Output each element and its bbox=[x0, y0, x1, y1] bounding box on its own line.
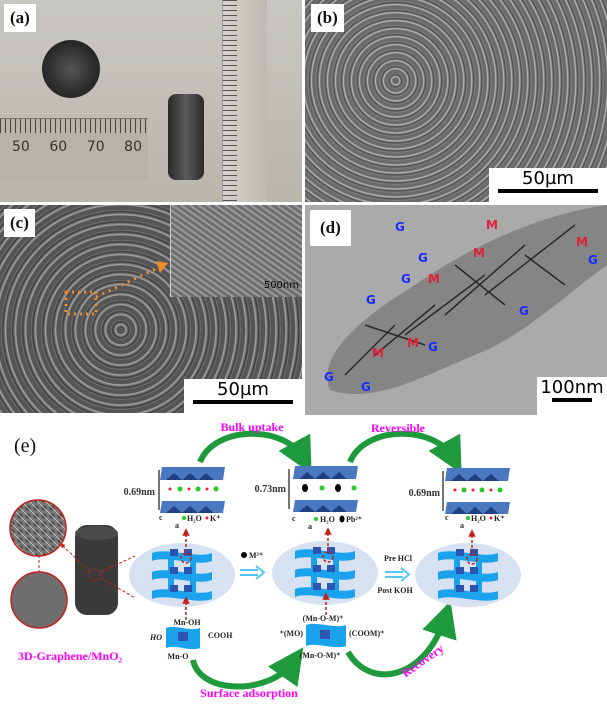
panel-label: (e) bbox=[14, 435, 36, 457]
scale-label: 50µm bbox=[217, 379, 269, 400]
recovery-arrow bbox=[345, 600, 457, 678]
group-label: (Mn-O-M)⁺ bbox=[300, 651, 341, 660]
group-label: (Mn-O-M)⁺ bbox=[303, 614, 344, 623]
dotted-arrow bbox=[95, 265, 161, 299]
scale-bar: 50µm bbox=[184, 379, 302, 413]
recovery-label: Recovery bbox=[399, 641, 446, 680]
scale-bar: 100nm bbox=[537, 377, 607, 415]
zoom-indicator bbox=[64, 261, 168, 316]
group-label: ⁺(MO) bbox=[280, 629, 304, 638]
mno2-tag: M bbox=[486, 218, 498, 232]
legend-right: c a H₂O K⁺ bbox=[445, 513, 504, 530]
reversible-label: Reversible bbox=[371, 421, 426, 435]
graphene-tag: G bbox=[361, 380, 371, 394]
bulk-uptake-arrow bbox=[197, 430, 312, 474]
process-arrow bbox=[255, 565, 266, 580]
panel-label: (b) bbox=[311, 4, 344, 32]
group-label: (COOM)⁺ bbox=[349, 629, 384, 638]
group-label: Mn-O bbox=[168, 652, 189, 661]
axis-c: c bbox=[445, 513, 449, 522]
surface-adsorption-label: Surface adsorption bbox=[200, 686, 298, 700]
panel-c-sem: 500nm (c) 50µm bbox=[0, 205, 302, 413]
axis-a: a bbox=[175, 521, 179, 530]
ruler-vertical bbox=[222, 0, 267, 202]
interlayer-spacing: 0.69nm bbox=[409, 488, 441, 499]
inset-scale-label: 500nm bbox=[263, 280, 299, 291]
legend-ion: Pb²⁺ bbox=[346, 515, 362, 524]
legend-left: c a H₂O K⁺ bbox=[159, 513, 220, 530]
interlayer-spacing: 0.73nm bbox=[255, 484, 287, 495]
graphene-cylinder bbox=[168, 94, 204, 180]
panel-d-tem: G M M G M G G M G G M G M G G (d) 100nm bbox=[305, 205, 607, 415]
axis-c: c bbox=[292, 514, 296, 523]
graphene-cylinder-3d bbox=[75, 525, 118, 615]
adsorption-scheme: (e) Bulk uptake Reversible Surface adsor… bbox=[9, 420, 521, 700]
mno2-tag: M bbox=[407, 336, 419, 350]
legend-mid: c a H₂O Pb²⁺ bbox=[292, 514, 362, 531]
panel-b-sem: (b) 50µm bbox=[305, 0, 607, 202]
panel-label: (a) bbox=[4, 4, 36, 32]
graphene-tag: G bbox=[366, 293, 376, 307]
scale-bar: 50µm bbox=[489, 168, 607, 202]
ruler-mark: 50 bbox=[12, 139, 30, 155]
axis-c: c bbox=[159, 513, 163, 522]
surface-adsorption-arrow bbox=[190, 647, 304, 690]
ruler-mark: 80 bbox=[124, 139, 142, 155]
legend-water: H₂O bbox=[320, 515, 335, 524]
group-label: HO bbox=[149, 633, 162, 642]
graphene-tag: G bbox=[428, 340, 438, 354]
graphene-tag: G bbox=[519, 304, 529, 318]
pre-treatment-label: Pre HCl bbox=[384, 554, 413, 563]
ruler-mark: 70 bbox=[86, 139, 105, 155]
ruler-horizontal: 50 60 70 80 bbox=[0, 118, 148, 181]
graphene-tag: G bbox=[588, 253, 598, 267]
graphene-tag: G bbox=[418, 251, 428, 265]
mno2-tag: M bbox=[372, 346, 384, 360]
process-arrow bbox=[400, 567, 411, 582]
metal-ion-label: M²⁺ bbox=[249, 551, 263, 560]
legend-ion: K⁺ bbox=[494, 514, 504, 523]
axis-a: a bbox=[308, 522, 312, 531]
metal-ion-icon bbox=[241, 552, 247, 558]
graphene-tag: G bbox=[395, 220, 405, 234]
graphene-tag: G bbox=[401, 272, 411, 286]
reversible-arrow bbox=[347, 430, 462, 474]
post-treatment-label: Post KOH bbox=[377, 586, 413, 595]
panel-label: (c) bbox=[4, 209, 35, 237]
nanosheet-cluster bbox=[327, 205, 607, 395]
interlayer-species bbox=[168, 484, 503, 493]
ruler-mark: 60 bbox=[49, 139, 68, 155]
material-label: 3D-Graphene/MnO₂ bbox=[18, 649, 123, 663]
mno2-tag: M bbox=[428, 272, 440, 286]
selection-box bbox=[64, 290, 98, 316]
mno2-tag: M bbox=[576, 235, 588, 249]
legend-water: H₂O bbox=[187, 514, 202, 523]
legend-ion: K⁺ bbox=[210, 514, 220, 523]
arrowhead-icon bbox=[156, 261, 168, 273]
group-label: COOH bbox=[208, 631, 233, 640]
panel-label: (d) bbox=[310, 210, 351, 246]
sem-zoom-circle bbox=[10, 571, 68, 629]
sem-zoom-circle bbox=[9, 499, 67, 557]
scale-label: 100nm bbox=[540, 377, 604, 398]
mno2-tag: M bbox=[473, 246, 485, 260]
interlayer-spacing: 0.69nm bbox=[124, 487, 156, 498]
bulk-uptake-label: Bulk uptake bbox=[220, 420, 284, 434]
inset-sem: 500nm bbox=[170, 205, 302, 297]
graphene-disc bbox=[42, 40, 100, 98]
scale-label: 50µm bbox=[522, 168, 574, 189]
axis-a: a bbox=[460, 521, 464, 530]
group-label: Mn-OH bbox=[173, 618, 201, 627]
legend-water: H₂O bbox=[471, 514, 486, 523]
graphene-tag: G bbox=[324, 370, 334, 384]
panel-a-photo: 50 60 70 80 (a) bbox=[0, 0, 302, 202]
